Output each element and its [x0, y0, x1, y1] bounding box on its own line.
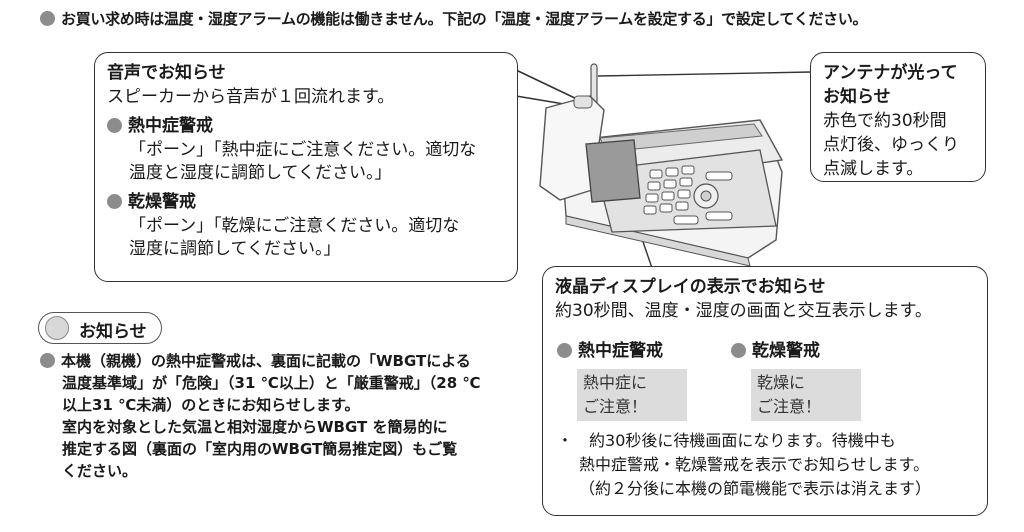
heat-warning-message-2: 温度と湿度に調節してください。」: [129, 163, 392, 183]
bullet-icon: [107, 118, 122, 133]
lcd-title: 液晶ディスプレイの表示でお知らせ: [555, 277, 826, 297]
oshirase-line-5: 推定する図（裏面の「室内用のWBGT簡易推定図）もご覧: [62, 440, 458, 458]
heat-warning-heading: 熱中症警戒: [107, 113, 505, 139]
bullet-icon: [731, 343, 746, 358]
voice-desc: スピーカーから音声が１回流れます。: [107, 87, 395, 107]
lcd-heat-label: 熱中症警戒: [557, 339, 687, 363]
lcd-dry-column: 乾燥警戒 乾燥に ご注意！: [731, 339, 861, 421]
dry-warning-message-1: 「ポーン」「乾燥にご注意ください。適切な: [129, 216, 460, 236]
antenna-desc-3: 点滅します。: [823, 159, 924, 179]
lcd-note-3: （約２分後に本機の節電機能で表示は消えます）: [579, 479, 932, 498]
antenna-desc-1: 赤色で約30秒間: [823, 111, 947, 131]
bullet-icon: [40, 353, 55, 368]
oshirase-line-4: 室内を対象とした気温と相対湿度からWBGT を簡易的に: [62, 418, 448, 436]
lcd-note-1: ・ 約30秒後に待機画面になります。待機中も: [557, 431, 896, 450]
lcd-dry-label: 乾燥警戒: [731, 339, 861, 363]
antenna-notice-callout: アンテナが光って お知らせ 赤色で約30秒間 点灯後、ゆっくり 点滅します。: [810, 52, 986, 182]
top-note: お買い求め時は温度・湿度アラームの機能は働きません。下記の「温度・湿度アラームを…: [40, 8, 1020, 29]
lcd-heat-screen: 熱中症に ご注意！: [577, 369, 687, 421]
bullet-icon: [107, 194, 122, 209]
voice-title: 音声でお知らせ: [107, 63, 226, 83]
antenna-desc-2: 点灯後、ゆっくり: [823, 135, 959, 155]
info-icon: [45, 316, 69, 340]
lcd-note: ・ 約30秒後に待機画面になります。待機中も 熱中症警戒・乾燥警戒を表示でお知ら…: [557, 429, 931, 501]
lcd-note-2: 熱中症警戒・乾燥警戒を表示でお知らせします。: [579, 455, 930, 474]
antenna-title-2: お知らせ: [823, 87, 891, 107]
oshirase-badge: お知らせ: [38, 312, 162, 344]
oshirase-line-6: ください。: [62, 462, 138, 480]
dry-warning-message-2: 湿度に調節してください。」: [129, 239, 341, 259]
oshirase-text: 本機（親機）の熱中症警戒は、裏面に記載の「WBGTによる 温度基準域」が「危険」…: [40, 350, 510, 482]
lcd-desc: 約30秒間、温度・湿度の画面と交互表示します。: [555, 301, 932, 321]
lcd-dry-screen: 乾燥に ご注意！: [751, 369, 861, 421]
antenna-title-1: アンテナが光って: [823, 63, 958, 83]
oshirase-label: お知らせ: [79, 322, 147, 342]
lcd-heat-column: 熱中症警戒 熱中症に ご注意！: [557, 339, 687, 421]
dry-warning-heading: 乾燥警戒: [107, 189, 505, 215]
bullet-icon: [557, 343, 572, 358]
oshirase-line-3: 以上31 ℃未満）のときにお知らせします。: [62, 396, 360, 414]
oshirase-line-2: 温度基準域」が「危険」（31 ℃以上）と「厳重警戒」（28 ℃: [62, 374, 481, 392]
lcd-notice-callout: 液晶ディスプレイの表示でお知らせ 約30秒間、温度・湿度の画面と交互表示します。…: [542, 266, 988, 516]
bullet-icon: [40, 11, 55, 26]
heat-warning-message-1: 「ポーン」「熱中症にご注意ください。適切な: [129, 140, 477, 160]
voice-notice-callout: 音声でお知らせ スピーカーから音声が１回流れます。 熱中症警戒 「ポーン」「熱中…: [94, 52, 518, 282]
oshirase-line-1: 本機（親機）の熱中症警戒は、裏面に記載の「WBGTによる: [40, 350, 510, 372]
top-note-text: お買い求め時は温度・湿度アラームの機能は働きません。下記の「温度・湿度アラームを…: [61, 10, 868, 28]
